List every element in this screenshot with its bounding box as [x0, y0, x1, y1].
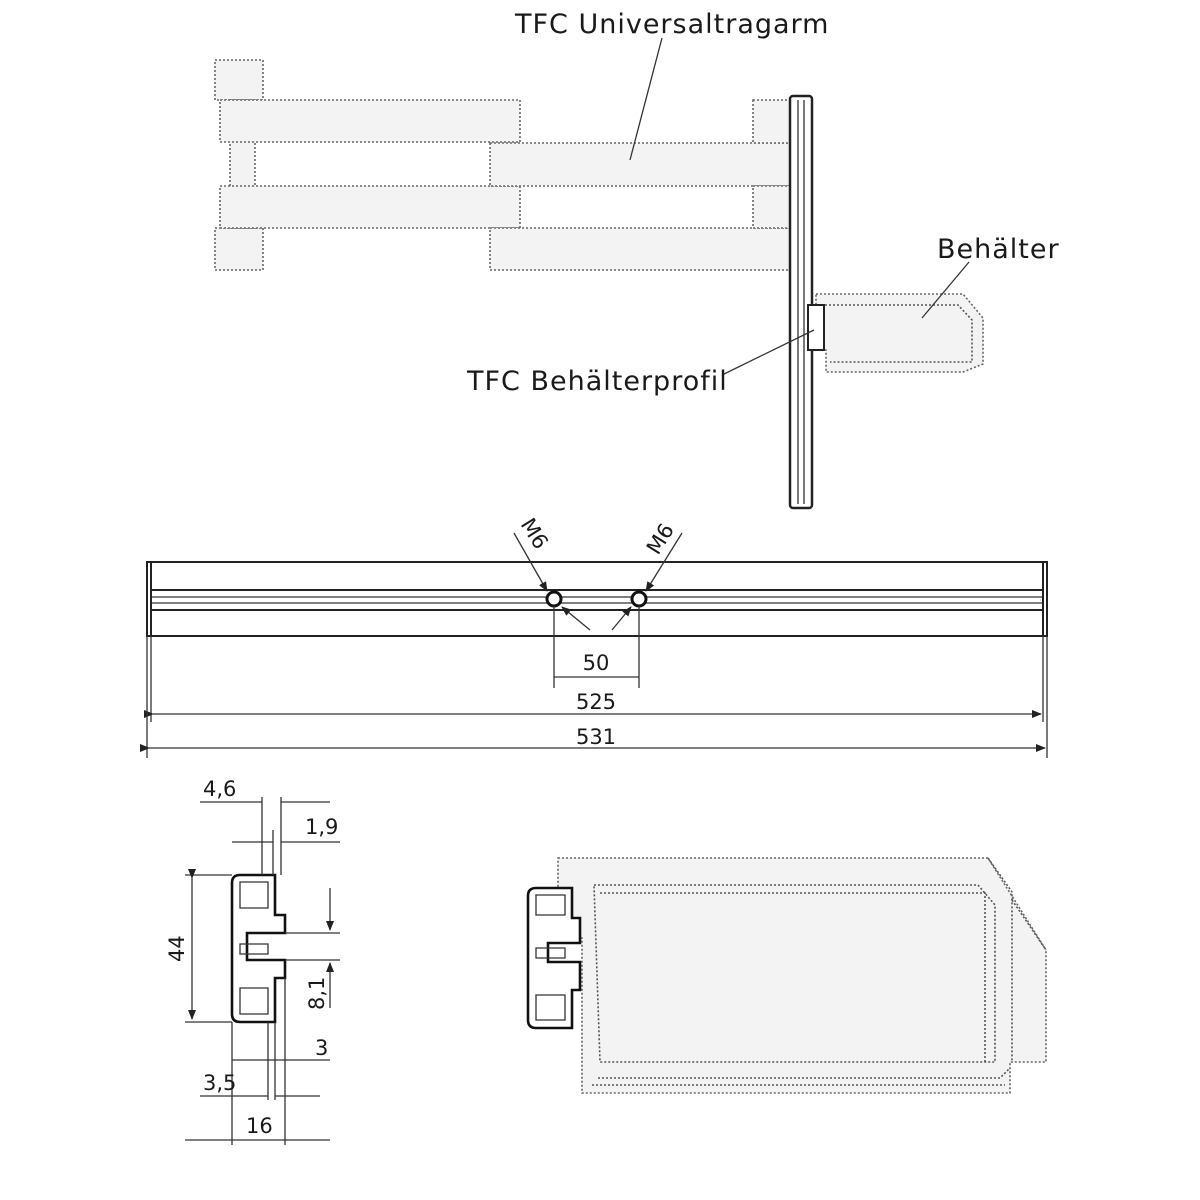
arm-joint-right-bottom — [752, 185, 794, 229]
hole-right — [630, 590, 648, 608]
dim-16: 16 — [246, 1114, 273, 1138]
leader-profile — [721, 329, 815, 376]
profile-cross-section — [230, 873, 287, 1024]
profile-section-mounted — [526, 886, 582, 1030]
rail-elevation — [146, 561, 1048, 637]
arm-segment-lower-left — [219, 185, 521, 229]
vertical-profile — [788, 94, 814, 510]
arm-assembly — [214, 59, 794, 271]
dim-44: 44 — [165, 935, 189, 962]
leader-container — [921, 261, 970, 319]
dim-50: 50 — [583, 651, 610, 675]
thread-label-left: M6 — [516, 514, 553, 553]
dim-525: 525 — [576, 690, 616, 714]
arm-segment-upper-right — [489, 142, 791, 187]
label-universaltragarm: TFC Universaltragarm — [514, 9, 829, 40]
dim-4-6: 4,6 — [203, 777, 236, 801]
hole-left — [545, 590, 563, 608]
arm-end-cap-top — [214, 59, 264, 101]
dim-3-5: 3,5 — [203, 1071, 236, 1095]
dim-1-9: 1,9 — [305, 815, 338, 839]
container-side-view — [815, 293, 984, 373]
dim-8-1: 8,1 — [305, 977, 329, 1010]
dim-531: 531 — [576, 725, 616, 749]
behaelterprofil-block — [807, 304, 825, 351]
dim-3: 3 — [315, 1036, 328, 1060]
leader-arm — [629, 37, 663, 161]
arm-end-cap-bottom — [214, 227, 264, 271]
arm-segment-upper-left — [219, 99, 521, 143]
leader-m6-right — [645, 532, 683, 592]
thread-label-right: M6 — [642, 519, 679, 558]
container-mounted-view — [557, 857, 1047, 1094]
arm-joint-right-top — [752, 99, 794, 144]
label-behaelterprofil: TFC Behälterprofil — [466, 366, 728, 397]
label-behaelter: Behälter — [937, 234, 1060, 265]
arm-segment-lower-right — [489, 227, 791, 271]
leader-m6-left — [513, 532, 548, 592]
